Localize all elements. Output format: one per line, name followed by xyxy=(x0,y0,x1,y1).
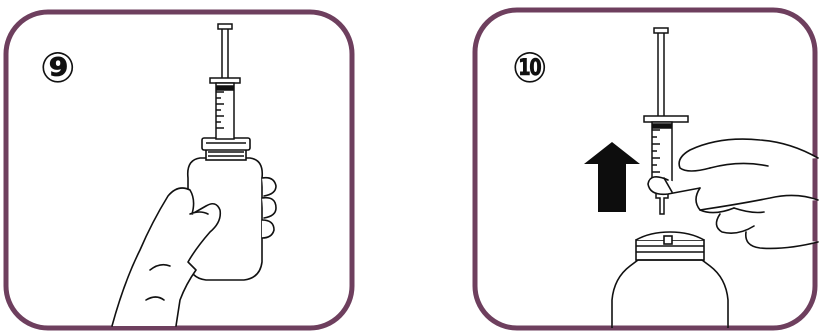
up-arrow-icon xyxy=(584,142,640,212)
step-number: ⑨ xyxy=(40,43,76,92)
hand-icon xyxy=(111,176,277,327)
panel-step-9: ⑨ xyxy=(3,9,355,331)
bottle-icon xyxy=(186,137,264,281)
step-number: ⑩ xyxy=(512,43,548,92)
panel-step-10: ⑩ xyxy=(472,7,819,331)
hand-icon xyxy=(647,138,819,250)
syringe-icon xyxy=(209,23,241,140)
panel-frame xyxy=(3,9,355,331)
bottle-icon xyxy=(611,231,729,328)
panel-frame xyxy=(472,7,818,331)
